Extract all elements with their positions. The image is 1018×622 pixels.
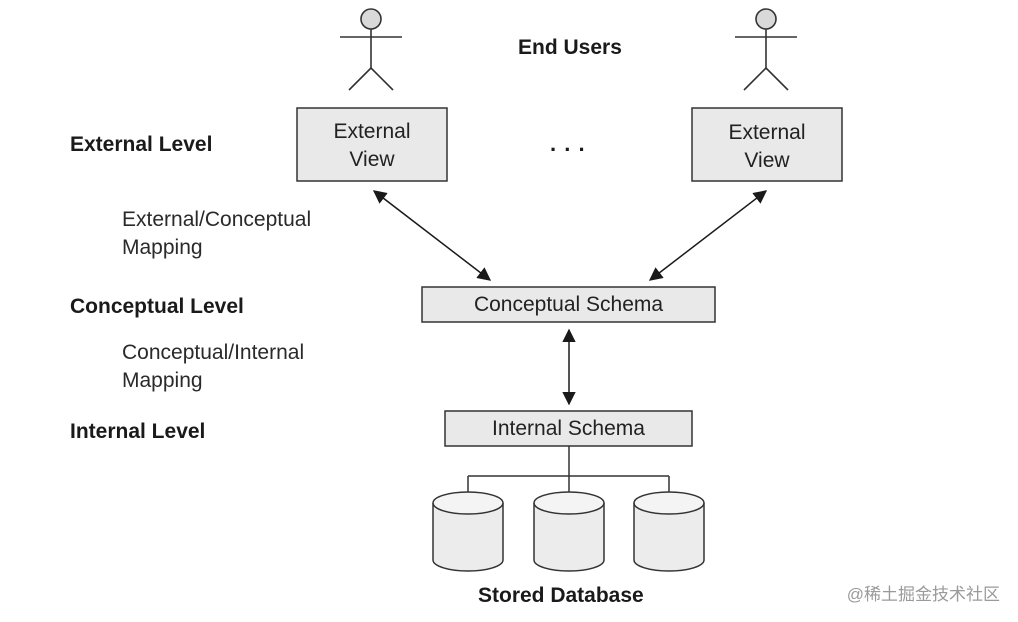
mapping-line: Mapping (122, 369, 203, 392)
external-right-to-conceptual-arrow (648, 190, 768, 281)
end-users-title: End Users (518, 36, 622, 59)
external-conceptual-mapping-label: External/Conceptual Mapping (122, 206, 311, 262)
box-line: External (333, 120, 411, 143)
database-cylinder-3-icon (633, 491, 705, 572)
mapping-line: Mapping (122, 236, 203, 259)
external-view-left-label: External View (297, 118, 447, 174)
external-view-right-label: External View (692, 119, 842, 175)
internal-schema-label: Internal Schema (445, 415, 692, 443)
mapping-line: External/Conceptual (122, 208, 312, 231)
mapping-line: Conceptual/Internal (122, 341, 305, 364)
box-line: View (349, 148, 395, 171)
external-view-left-box (296, 107, 448, 182)
box-line: Conceptual Schema (473, 293, 664, 316)
stored-database-label: Stored Database (478, 584, 644, 607)
conceptual-level-label: Conceptual Level (70, 295, 244, 318)
database-cylinder-1-icon (432, 491, 504, 572)
box-line: Internal Schema (492, 417, 645, 440)
internal-schema-box (444, 410, 693, 447)
conceptual-schema-label: Conceptual Schema (422, 291, 715, 319)
external-level-label: External Level (70, 133, 213, 156)
conceptual-schema-box (421, 286, 716, 323)
database-connector (467, 446, 670, 492)
database-cylinder-2-icon (533, 491, 605, 572)
external-left-to-conceptual-arrow (372, 190, 492, 281)
box-line: View (744, 149, 790, 172)
watermark: @稀土掘金技术社区 (846, 585, 1000, 604)
internal-level-label: Internal Level (70, 420, 206, 443)
box-line: External (728, 121, 806, 144)
end-user-left-icon (340, 8, 402, 91)
ellipsis: . . . (550, 131, 586, 156)
conceptual-internal-mapping-label: Conceptual/Internal Mapping (122, 339, 304, 395)
external-view-right-box (691, 107, 843, 182)
end-user-right-icon (735, 8, 797, 91)
